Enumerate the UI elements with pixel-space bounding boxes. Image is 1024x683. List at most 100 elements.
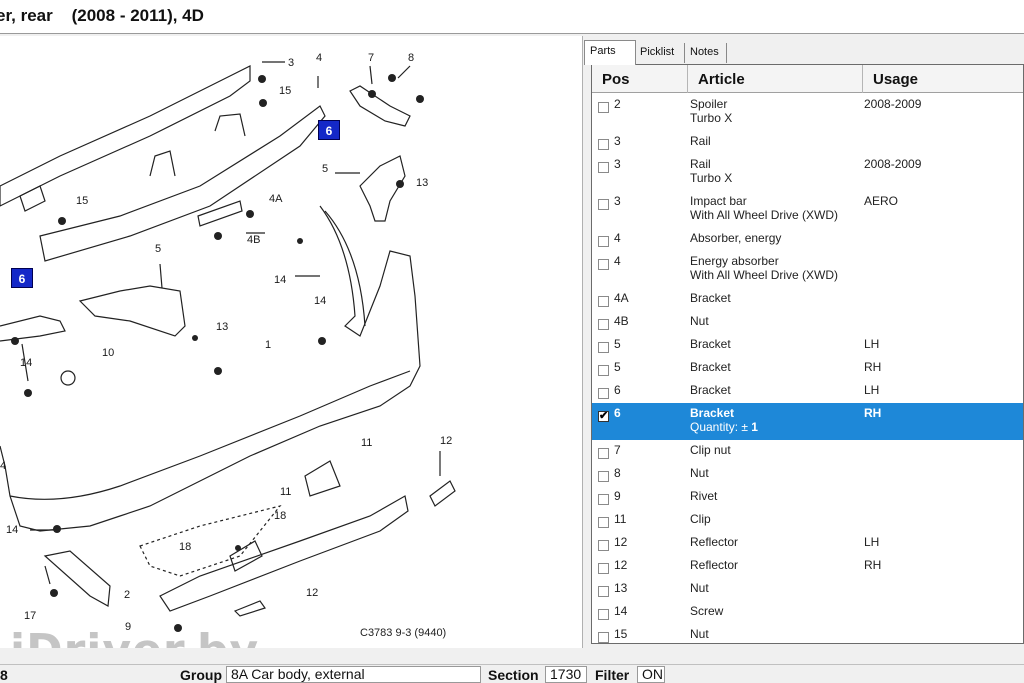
callout-15[interactable]: 15 [279, 85, 292, 97]
callout-15[interactable]: 15 [76, 195, 89, 207]
row-checkbox[interactable] [598, 540, 609, 551]
row-checkbox[interactable] [598, 609, 609, 620]
callout-9[interactable]: 9 [125, 621, 132, 633]
callout-6-highlighted[interactable]: 6 [11, 268, 33, 288]
row-article: Reflector [690, 535, 738, 549]
callout-14[interactable]: 14 [20, 357, 33, 369]
callout-5[interactable]: 5 [155, 243, 162, 255]
row-checkbox[interactable] [598, 563, 609, 574]
row-checkbox[interactable] [598, 586, 609, 597]
row-article: Bracket [690, 291, 731, 305]
row-usage: RH [864, 406, 882, 420]
row-checkbox[interactable] [598, 365, 609, 376]
callout-11[interactable]: 11 [280, 486, 292, 498]
row-checkbox[interactable]: ✔ [598, 410, 609, 422]
row-article-name: Absorber, energy [690, 231, 782, 245]
row-article: Nut [690, 627, 709, 641]
callout-13[interactable]: 13 [416, 177, 429, 189]
row-checkbox[interactable] [598, 388, 609, 399]
row-checkbox[interactable] [598, 632, 609, 643]
column-header-article[interactable]: Article [688, 65, 863, 93]
row-checkbox[interactable] [598, 236, 609, 247]
row-checkbox[interactable] [598, 259, 609, 270]
callout-11[interactable]: 11 [361, 437, 373, 449]
status-section-label: Section [488, 667, 539, 683]
row-checkbox[interactable] [598, 494, 609, 505]
callout-12[interactable]: 12 [440, 435, 453, 447]
callout-7[interactable]: 7 [368, 52, 375, 64]
parts-diagram[interactable]: 3 4 7 8 15 6 5 13 15 4A 4B 14 6 5 14 13 … [0, 36, 583, 648]
status-bar: 8 Group 8A Car body, external Section 17… [0, 664, 1024, 683]
callout-5[interactable]: 5 [322, 163, 329, 175]
callout-6-highlighted[interactable]: 6 [318, 120, 340, 140]
row-checkbox[interactable] [598, 139, 609, 150]
tab-parts[interactable]: Parts [584, 40, 636, 65]
callout-14[interactable]: 14 [314, 295, 327, 307]
row-article-name: Energy absorber [690, 254, 779, 268]
callout-17[interactable]: 17 [24, 610, 37, 622]
callout-4a[interactable]: 4A [269, 193, 283, 205]
status-group-label: Group [180, 667, 222, 683]
callout-3[interactable]: 3 [288, 57, 295, 69]
status-section-value: 1730 [545, 666, 587, 683]
callout-18[interactable]: 18 [179, 541, 192, 553]
column-header-pos[interactable]: Pos [592, 65, 688, 93]
row-checkbox[interactable] [598, 296, 609, 307]
callout-1[interactable]: 1 [265, 339, 272, 351]
row-quantity: Quantity: ± 1 [690, 420, 758, 434]
callout-10[interactable]: 10 [102, 347, 115, 359]
row-article: Nut [690, 466, 709, 480]
callout-4[interactable]: 4 [0, 460, 7, 472]
row-checkbox[interactable] [598, 471, 609, 482]
callout-14[interactable]: 14 [6, 524, 19, 536]
row-article: Absorber, energy [690, 231, 781, 245]
row-article-name: Rail [690, 157, 711, 171]
callout-13[interactable]: 13 [216, 321, 229, 333]
row-checkbox[interactable] [598, 162, 609, 173]
callout-12[interactable]: 12 [306, 587, 319, 599]
row-checkbox[interactable] [598, 448, 609, 459]
callout-18[interactable]: 18 [274, 510, 287, 522]
row-pos: 13 [614, 581, 628, 595]
callout-2[interactable]: 2 [124, 589, 131, 601]
row-checkbox[interactable] [598, 199, 609, 210]
row-checkbox[interactable] [598, 342, 609, 353]
callout-14[interactable]: 14 [274, 274, 287, 286]
callout-4b[interactable]: 4B [247, 234, 261, 246]
row-usage: LH [864, 383, 880, 397]
row-checkbox[interactable] [598, 319, 609, 330]
row-article: Clip nut [690, 443, 731, 457]
callout-4[interactable]: 4 [316, 52, 323, 64]
row-pos: 2 [614, 97, 621, 111]
tab-picklist[interactable]: Picklist [635, 43, 685, 63]
tab-notes[interactable]: Notes [685, 43, 727, 63]
column-header-usage[interactable]: Usage [873, 71, 919, 88]
row-checkbox[interactable] [598, 517, 609, 528]
row-article: Screw [690, 604, 723, 618]
row-checkbox[interactable] [598, 102, 609, 113]
callout-8[interactable]: 8 [408, 52, 415, 64]
